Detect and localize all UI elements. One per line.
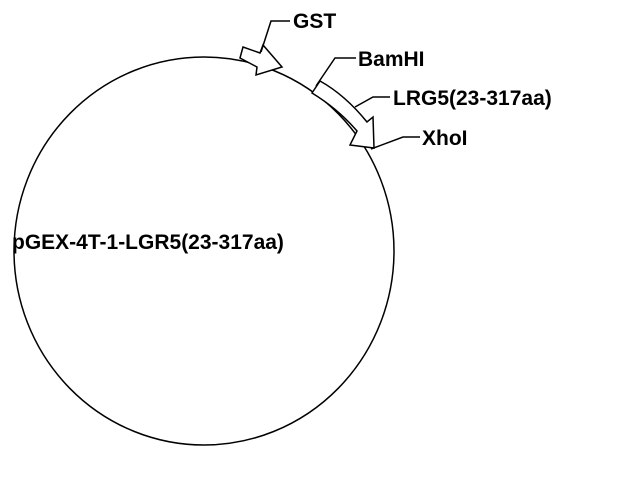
gst-label: GST [293, 10, 336, 33]
bamhi-leader-line [315, 57, 356, 87]
gst-feature-arrow [239, 43, 284, 77]
plasmid-name-label: pGEX-4T-1-LGR5(23-317aa) [12, 231, 284, 254]
insert-leader-line [354, 96, 390, 108]
plasmid-backbone-circle [13, 56, 395, 446]
bamhi-label: BamHI [358, 48, 425, 71]
xhoi-leader-line [370, 136, 420, 150]
xhoi-label: XhoI [422, 127, 468, 150]
gst-leader-line [260, 20, 290, 53]
insert-label: LRG5(23-317aa) [393, 87, 552, 110]
insert-feature-arrow [310, 80, 375, 149]
